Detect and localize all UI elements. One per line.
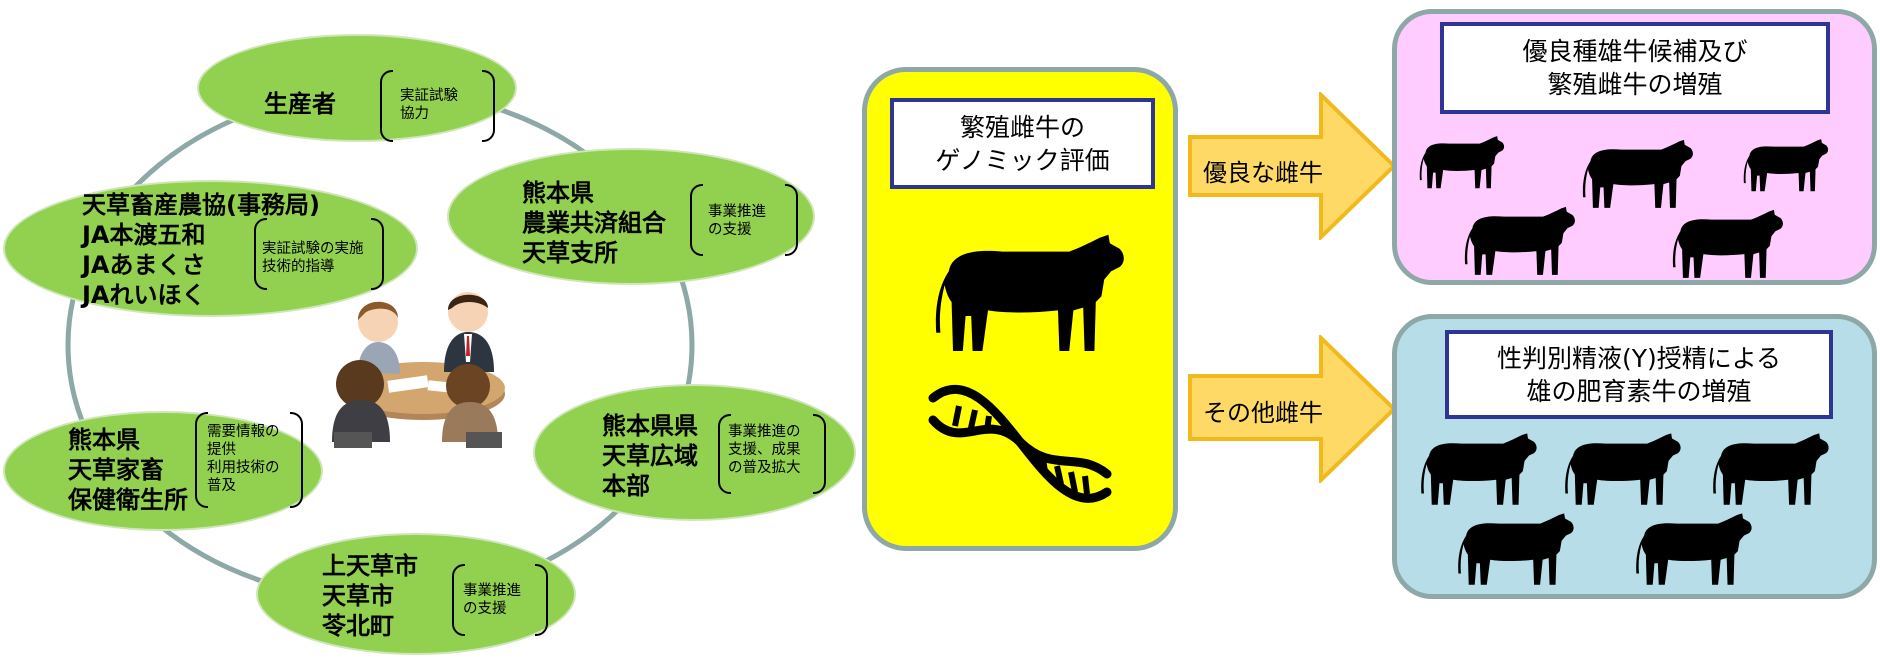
arrow-label-good-cows: 優良な雌牛 xyxy=(1203,159,1323,187)
bracket-right xyxy=(813,414,826,494)
dna-helix-icon xyxy=(928,384,1112,503)
bracket-left xyxy=(380,70,393,142)
cow-silhouette-icon xyxy=(1633,503,1755,589)
ellipse-health-center xyxy=(3,411,323,531)
cow-silhouette-icon xyxy=(1460,197,1580,279)
ellipse-pref-office xyxy=(533,384,856,521)
cities-name: 上天草市 天草市 苓北町 xyxy=(322,552,418,640)
bracket-right xyxy=(371,218,384,290)
health-center-role: 需要情報の 提供 利用技術の 普及 xyxy=(207,424,280,494)
bracket-left xyxy=(452,564,465,636)
bracket-left xyxy=(718,414,731,494)
cow-silhouette-icon xyxy=(932,218,1128,358)
pref-office-role: 事業推進の 支援、成果 の普及拡大 xyxy=(728,424,801,476)
genomic-evaluation-title: 繁殖雌牛の ゲノミック評価 xyxy=(890,98,1155,189)
bracket-left xyxy=(254,218,267,290)
ellipse-cities xyxy=(256,533,576,655)
fattening-increase-title: 性判別精液(Y)授精による 雄の肥育素牛の増殖 xyxy=(1445,330,1833,419)
bracket-right xyxy=(290,412,303,508)
health-center-name: 熊本県 天草家畜 保健衛生所 xyxy=(68,426,188,514)
nosai-name: 熊本県 農業共済組合 天草支所 xyxy=(522,179,666,267)
breeding-increase-title: 優良種雄牛候補及び 繁殖雌牛の増殖 xyxy=(1440,22,1830,114)
bracket-left xyxy=(690,184,703,256)
ellipse-producer xyxy=(197,34,517,142)
ellipse-amakusa-ja xyxy=(3,180,418,317)
cities-role: 事業推進 の支援 xyxy=(463,583,521,617)
cow-silhouette-icon xyxy=(1455,503,1577,589)
amakusa-ja-role: 実証試験の実施 技術的指導 xyxy=(262,241,364,275)
producer-name: 生産者 xyxy=(264,90,336,118)
bracket-right xyxy=(482,70,495,142)
nosai-role: 事業推進 の支援 xyxy=(708,204,766,238)
amakusa-ja-name: 天草畜産農協(事務局) JA本渡五和 JAあまくさ JAれいほく xyxy=(82,191,320,309)
arrow-other-cows xyxy=(1188,335,1397,483)
cow-silhouette-icon xyxy=(1418,423,1540,509)
ellipse-nosai xyxy=(447,148,815,285)
cow-silhouette-icon xyxy=(1668,200,1788,282)
arrow-label-other-cows: その他雌牛 xyxy=(1203,399,1323,427)
bracket-right xyxy=(785,184,798,256)
cow-silhouette-icon xyxy=(1418,120,1506,200)
cow-silhouette-icon xyxy=(1742,123,1830,203)
cow-silhouette-icon xyxy=(1710,423,1832,509)
bracket-left xyxy=(195,412,208,508)
producer-role: 実証試験 協力 xyxy=(400,88,458,122)
meeting-people-illustration xyxy=(332,292,505,448)
bracket-right xyxy=(535,564,548,636)
pref-office-name: 熊本県県 天草広域 本部 xyxy=(602,412,698,500)
cow-silhouette-icon xyxy=(1562,423,1684,509)
arrow-good-cows xyxy=(1188,92,1397,240)
